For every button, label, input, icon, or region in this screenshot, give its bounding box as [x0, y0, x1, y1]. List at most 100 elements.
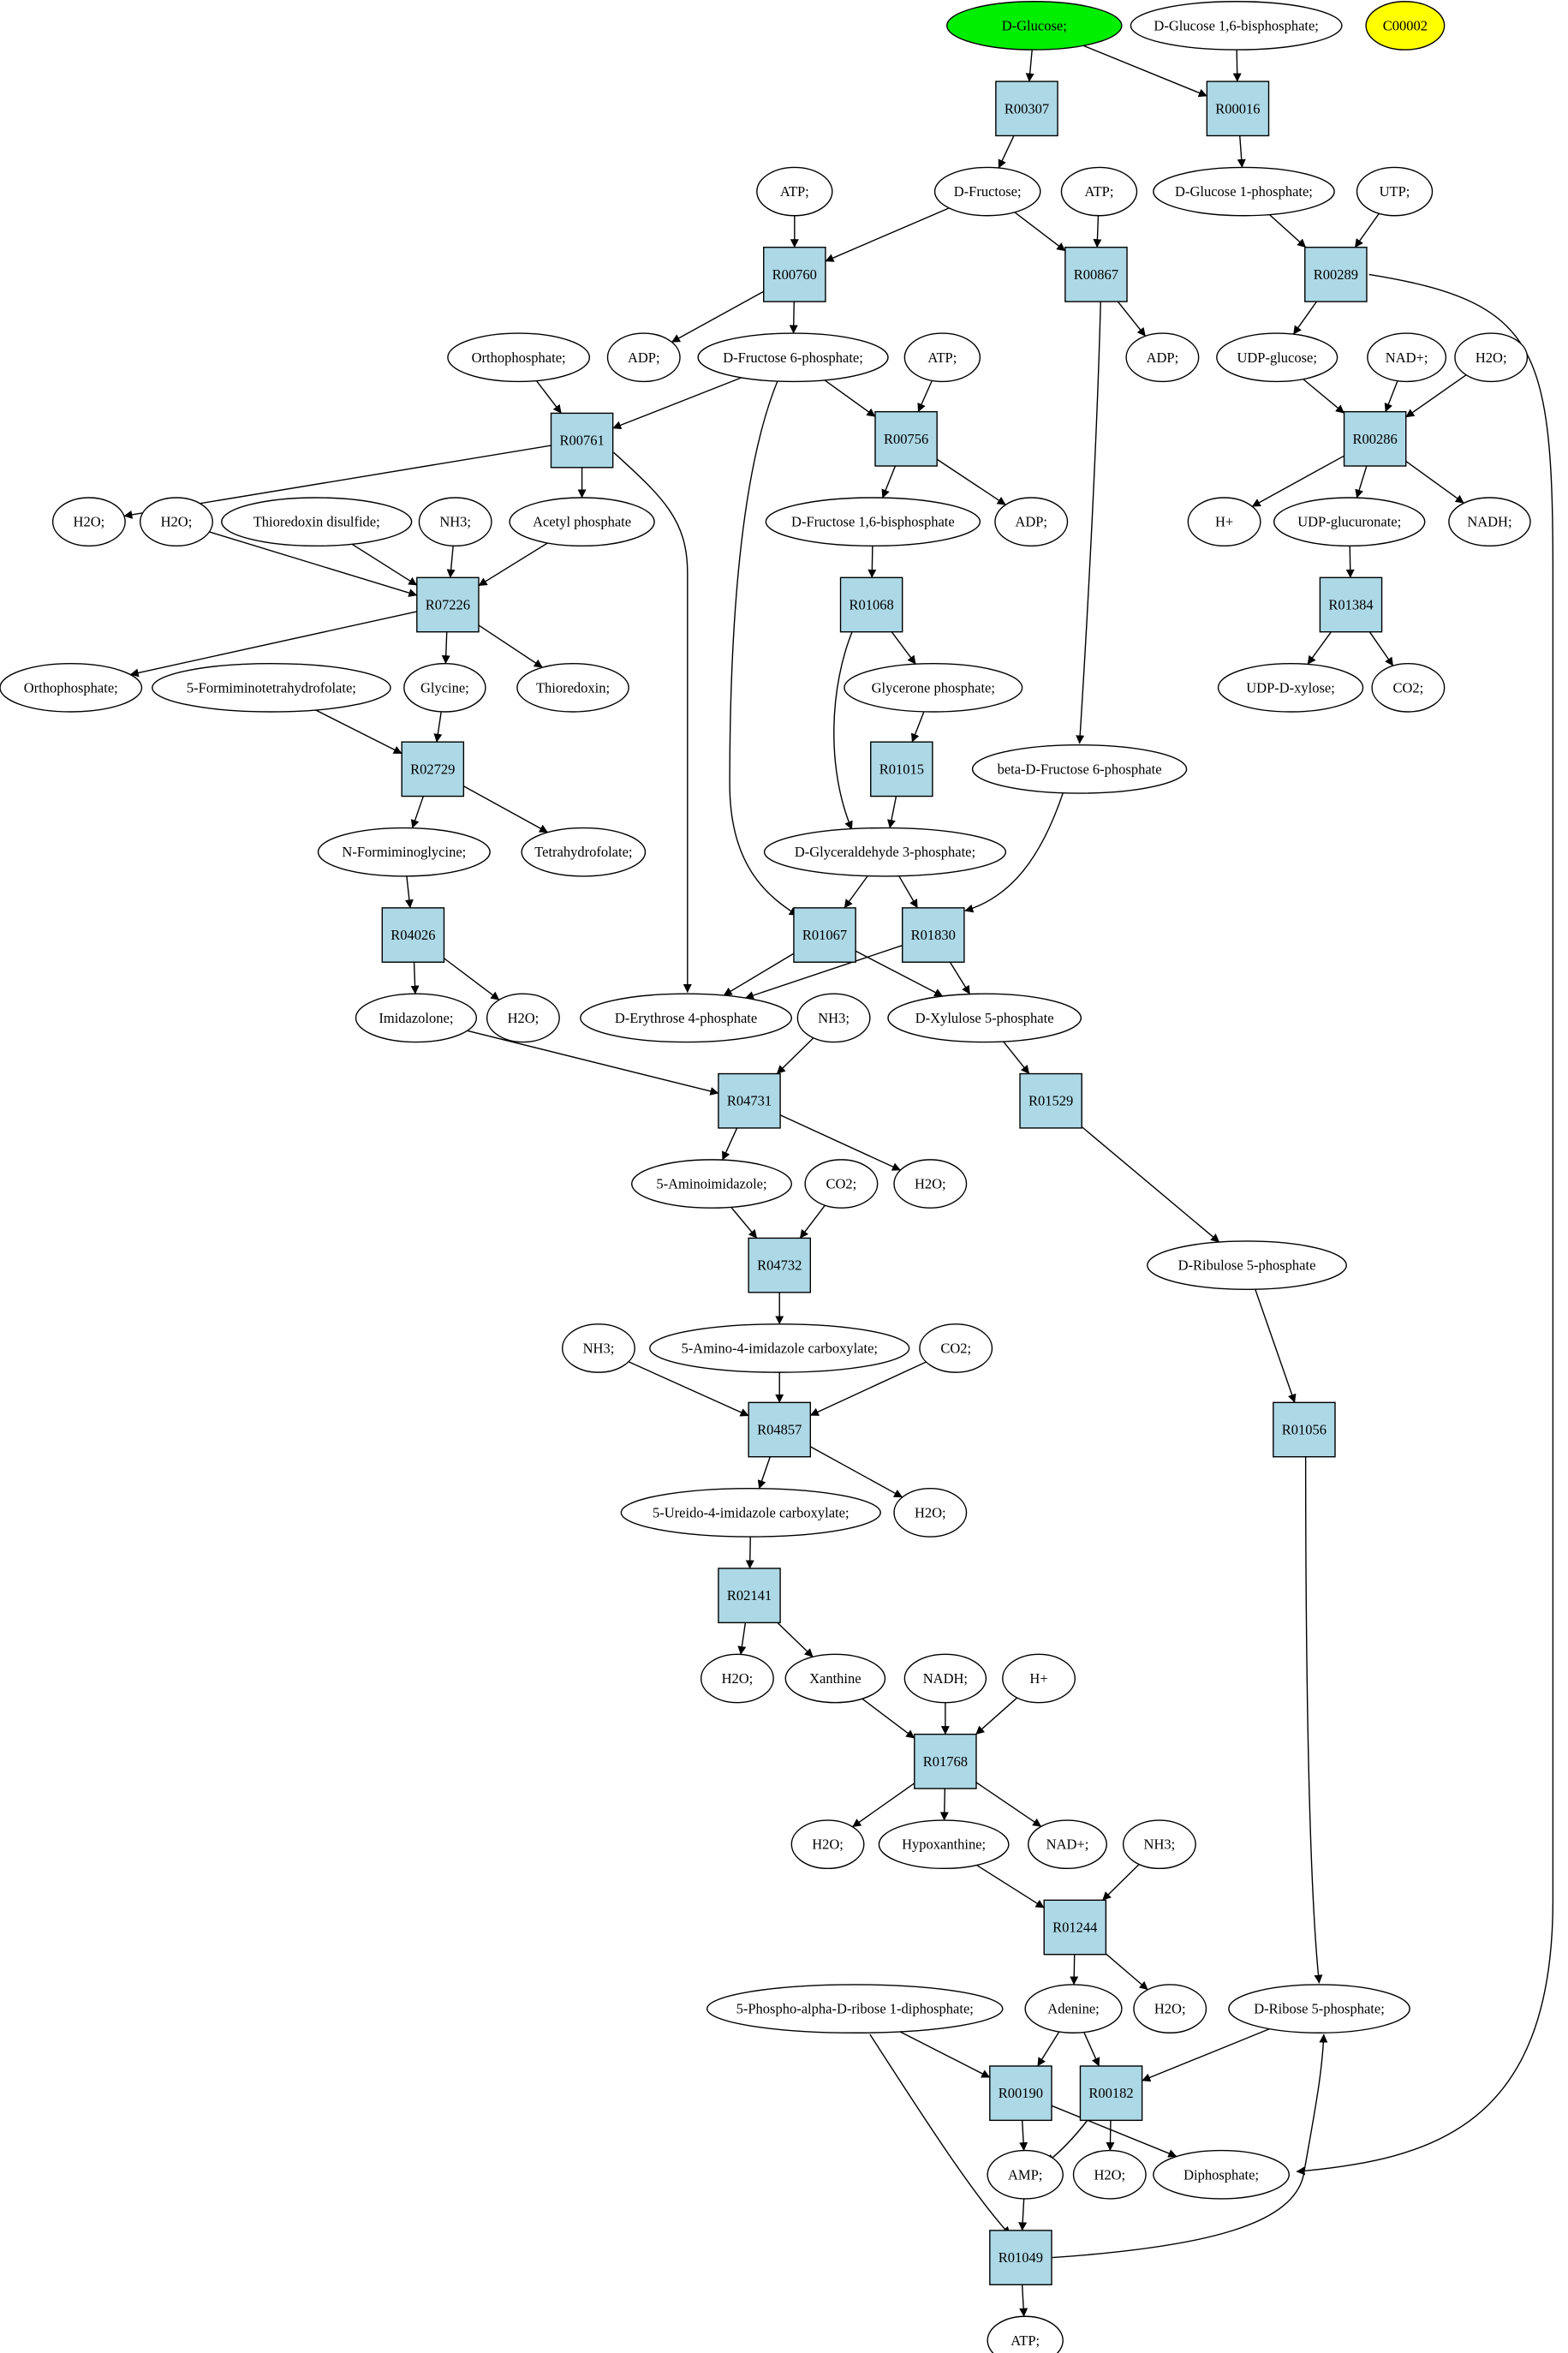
compound-node-adp1[interactable]: ADP; [606, 332, 681, 383]
compound-node-utp[interactable]: UTP; [1356, 166, 1434, 217]
compound-node-diph[interactable]: Diphosphate; [1153, 2149, 1290, 2200]
compound-node-trx[interactable]: Thioredoxin; [516, 662, 629, 713]
compound-node-udpxyl[interactable]: UDP-D-xylose; [1217, 662, 1364, 713]
reaction-node-r00190[interactable]: R00190 [989, 2065, 1052, 2122]
reaction-node-r00760[interactable]: R00760 [763, 247, 826, 302]
compound-node-xanthine[interactable]: Xanthine [784, 1653, 886, 1704]
reaction-node-r00307[interactable]: R00307 [995, 81, 1058, 137]
reaction-node-r00016[interactable]: R00016 [1206, 81, 1270, 137]
reaction-node-r00867[interactable]: R00867 [1064, 247, 1128, 302]
reaction-node-r01056[interactable]: R01056 [1273, 1401, 1336, 1458]
reaction-node-r01768[interactable]: R01768 [914, 1733, 977, 1789]
reaction-node-r01068[interactable]: R01068 [839, 576, 903, 633]
compound-node-f16bp[interactable]: D-Fructose 1,6-bisphosphate [765, 497, 981, 547]
compound-node-bf6p[interactable]: beta-D-Fructose 6-phosphate [971, 744, 1188, 794]
compound-node-h2o_f[interactable]: H2O; [893, 1487, 968, 1538]
reaction-node-r02141[interactable]: R02141 [718, 1568, 781, 1624]
compound-node-x5p[interactable]: D-Xylulose 5-phosphate [887, 993, 1082, 1043]
compound-node-nh3_4[interactable]: NH3; [1122, 1819, 1196, 1870]
compound-node-nadp[interactable]: NAD+; [1367, 332, 1447, 383]
compound-node-nh3_1[interactable]: NH3; [418, 497, 492, 547]
reaction-node-r04857[interactable]: R04857 [748, 1401, 812, 1458]
reaction-node-r00761[interactable]: R00761 [550, 412, 614, 469]
compound-node-atp2[interactable]: ATP; [1060, 166, 1138, 217]
reaction-node-r00286[interactable]: R00286 [1343, 410, 1407, 467]
compound-node-adenine[interactable]: Adenine; [1024, 1984, 1123, 2033]
compound-ellipse [919, 1323, 993, 1373]
compound-node-udpglcur[interactable]: UDP-glucuronate; [1273, 497, 1426, 547]
reaction-node-r02729[interactable]: R02729 [401, 741, 465, 797]
reaction-node-r00756[interactable]: R00756 [874, 410, 938, 467]
compound-node-aimid[interactable]: 5-Aminoimidazole; [630, 1159, 792, 1209]
compound-node-g16bp[interactable]: D-Glucose 1,6-bisphosphate; [1130, 1, 1343, 51]
compound-node-glycine[interactable]: Glycine; [403, 662, 486, 713]
compound-node-nh3_3[interactable]: NH3; [562, 1323, 635, 1373]
compound-node-imidaz[interactable]: Imidazolone; [355, 993, 478, 1043]
compound-node-c00002[interactable]: C00002 [1365, 1, 1446, 51]
compound-node-h2o_c[interactable]: H2O; [140, 497, 213, 547]
compound-node-gap[interactable]: D-Glyceraldehyde 3-phosphate; [763, 827, 1007, 877]
compound-node-h2o_i[interactable]: H2O; [1133, 1984, 1207, 2033]
compound-node-h2o_b[interactable]: H2O; [51, 497, 126, 547]
compound-node-fructose[interactable]: D-Fructose; [933, 166, 1041, 217]
compound-node-nadp2[interactable]: NAD+; [1028, 1819, 1107, 1870]
compound-node-atp1[interactable]: ATP; [756, 166, 833, 217]
edge-udpglc-to-R00286 [1303, 379, 1344, 414]
compound-ellipse [140, 497, 213, 547]
compound-node-thf[interactable]: Tetrahydrofolate; [521, 827, 647, 877]
compound-node-co2_2[interactable]: CO2; [804, 1159, 879, 1209]
compound-label: CO2; [1392, 679, 1423, 696]
compound-node-r5p[interactable]: D-Ribose 5-phosphate; [1228, 1984, 1410, 2033]
compound-node-adp3[interactable]: ADP; [994, 497, 1069, 547]
reaction-node-r01244[interactable]: R01244 [1043, 1899, 1107, 1956]
compound-node-glyp[interactable]: Glycerone phosphate; [844, 662, 1023, 713]
compound-node-ortho1[interactable]: Orthophosphate; [447, 332, 591, 383]
reaction-node-r04026[interactable]: R04026 [381, 907, 445, 963]
compound-node-fthf[interactable]: 5-Formiminotetrahydrofolate; [152, 662, 391, 713]
compound-node-hypox[interactable]: Hypoxanthine; [878, 1819, 1010, 1870]
compound-label: N-Formiminoglycine; [342, 844, 466, 860]
compound-node-h2o_h[interactable]: H2O; [790, 1819, 865, 1870]
compound-node-nadh1[interactable]: NADH; [1448, 497, 1531, 547]
compound-node-h2o_d[interactable]: H2O; [486, 993, 560, 1043]
compound-node-aicarb[interactable]: 5-Amino-4-imidazole carboxylate; [649, 1323, 910, 1373]
reaction-node-r04732[interactable]: R04732 [748, 1237, 812, 1293]
reaction-node-r00289[interactable]: R00289 [1304, 247, 1368, 302]
compound-node-adp2[interactable]: ADP; [1125, 332, 1200, 383]
compound-node-amp[interactable]: AMP; [987, 2149, 1064, 2200]
compound-node-h2o_j[interactable]: H2O; [1072, 2149, 1147, 2200]
compound-node-e4p[interactable]: D-Erythrose 4-phosphate [580, 993, 793, 1043]
compound-node-h2o_e[interactable]: H2O; [893, 1159, 968, 1209]
compound-node-atp4[interactable]: ATP; [987, 2315, 1064, 2353]
compound-node-hplus[interactable]: H+ [1187, 497, 1261, 547]
reaction-node-r01015[interactable]: R01015 [870, 741, 933, 797]
compound-node-prpp[interactable]: 5-Phospho-alpha-D-ribose 1-diphosphate; [706, 1984, 1004, 2033]
compound-node-h2o_g[interactable]: H2O; [700, 1653, 774, 1704]
compound-node-nfg[interactable]: N-Formiminoglycine; [317, 827, 491, 877]
reaction-node-r00182[interactable]: R00182 [1079, 2065, 1143, 2122]
compound-node-uicarb[interactable]: 5-Ureido-4-imidazole carboxylate; [620, 1487, 881, 1538]
compound-node-acp[interactable]: Acetyl phosphate [509, 497, 655, 547]
reaction-node-r01049[interactable]: R01049 [989, 2230, 1052, 2285]
compound-node-atp3[interactable]: ATP; [903, 332, 981, 383]
compound-node-nadh2[interactable]: NADH; [903, 1653, 987, 1704]
reaction-node-r04731[interactable]: R04731 [718, 1072, 781, 1129]
reaction-box [748, 1401, 812, 1458]
compound-node-co2_1[interactable]: CO2; [1371, 662, 1446, 713]
compound-node-udpglc[interactable]: UDP-glucose; [1216, 332, 1338, 383]
compound-node-glucose[interactable]: D-Glucose; [945, 1, 1123, 51]
compound-node-ortho2[interactable]: Orthophosphate; [0, 662, 143, 713]
reaction-node-r01830[interactable]: R01830 [902, 907, 965, 963]
compound-node-nh3_2[interactable]: NH3; [796, 993, 871, 1043]
reaction-node-r01529[interactable]: R01529 [1019, 1072, 1082, 1129]
compound-node-trxss[interactable]: Thioredoxin disulfide; [221, 497, 413, 547]
compound-node-co2_3[interactable]: CO2; [919, 1323, 993, 1373]
compound-node-hplus2[interactable]: H+ [1002, 1653, 1076, 1704]
reaction-node-r01384[interactable]: R01384 [1319, 576, 1383, 633]
reaction-node-r01067[interactable]: R01067 [793, 907, 856, 963]
reaction-node-r07226[interactable]: R07226 [416, 576, 480, 633]
compound-node-g1p[interactable]: D-Glucose 1-phosphate; [1153, 166, 1335, 217]
compound-node-ru5p[interactable]: D-Ribulose 5-phosphate [1147, 1240, 1347, 1290]
compound-node-f6p[interactable]: D-Fructose 6-phosphate; [697, 332, 889, 383]
compound-node-h2o_a[interactable]: H2O; [1454, 332, 1529, 383]
